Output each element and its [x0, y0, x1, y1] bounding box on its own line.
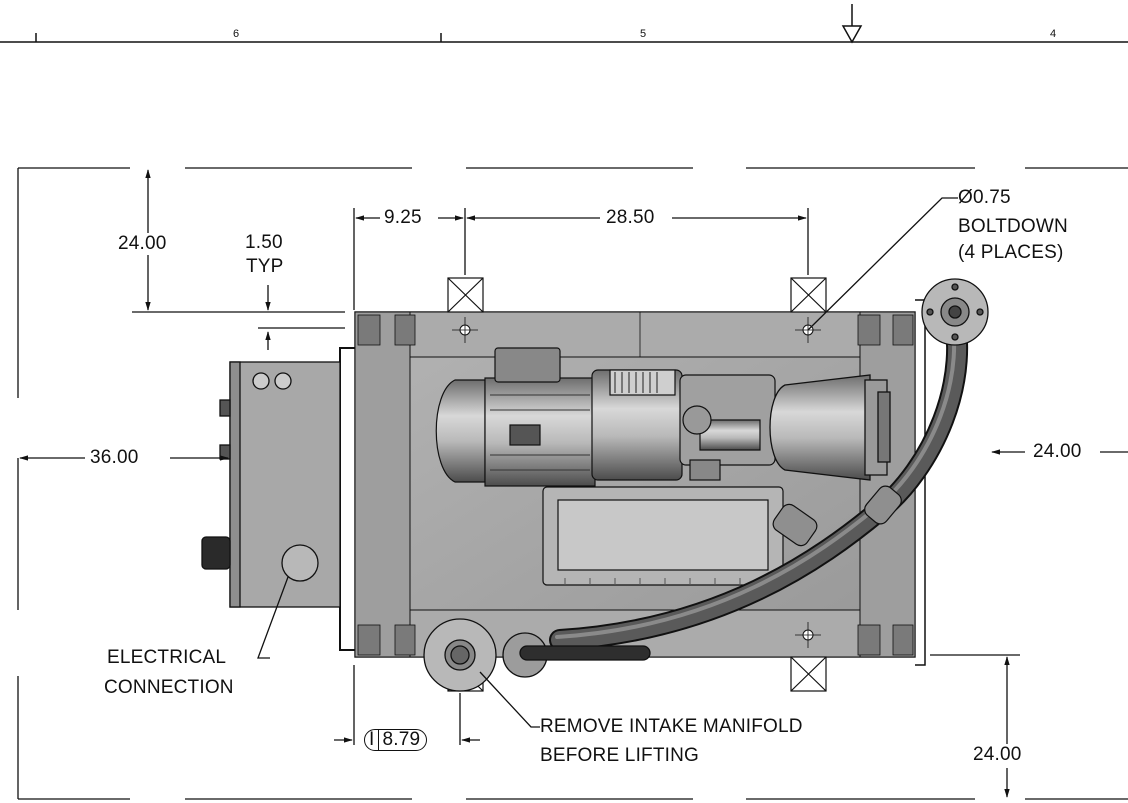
clearance-envelope	[17, 167, 1128, 800]
pump-body	[542, 486, 784, 586]
basic-dimension-symbol: I	[369, 730, 380, 750]
exhaust-flange	[921, 278, 989, 346]
exhaust-filter	[769, 374, 891, 481]
boltdown-label: BOLTDOWN	[958, 216, 1068, 237]
zone-strip	[0, 33, 1128, 43]
dim-top-clearance: 24.00	[115, 233, 170, 255]
dim-rail-height-note: TYP	[246, 256, 284, 277]
dim-bolt-spacing: 28.50	[606, 207, 655, 228]
intake-flange	[423, 618, 651, 692]
hose-fittings	[772, 485, 902, 547]
zone-label-5: 5	[640, 28, 647, 40]
intake-callout-line2: BEFORE LIFTING	[540, 745, 700, 766]
skid-base	[354, 311, 916, 658]
dim-left-offset: 9.25	[384, 207, 422, 228]
dim-bottom-clearance: 24.00	[970, 744, 1025, 766]
dim-intake-offset-value: 8.79	[382, 729, 421, 750]
zone-label-4: 4	[1050, 28, 1057, 40]
intake-callout-line1: REMOVE INTAKE MANIFOLD	[540, 716, 803, 737]
boltdown-qty: (4 PLACES)	[958, 242, 1064, 263]
motor	[435, 347, 596, 487]
electrical-box	[201, 361, 341, 608]
pump-head	[591, 369, 776, 481]
dim-right-clearance: 24.00	[1033, 441, 1082, 462]
datum-flag-icon	[841, 4, 863, 44]
dim-rail-height: 1.50	[245, 232, 283, 253]
dim-left-clearance: 36.00	[90, 447, 139, 468]
electrical-callout-line2: CONNECTION	[104, 677, 234, 698]
electrical-callout-line1: ELECTRICAL	[107, 647, 227, 668]
vacuum-pump-skid	[201, 277, 989, 692]
boltdown-diameter: Ø0.75	[958, 187, 1011, 208]
dimension-lines	[19, 169, 1128, 798]
zone-label-6: 6	[233, 28, 240, 40]
